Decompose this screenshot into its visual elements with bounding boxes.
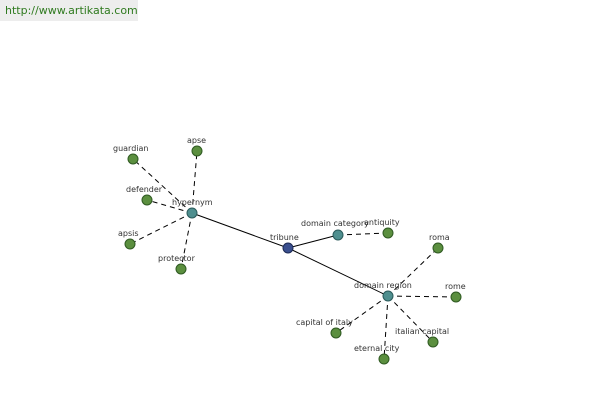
relation-node-hypernym-dot[interactable] (186, 207, 198, 219)
term-node-apse-label: apse (187, 136, 206, 145)
edge-apsis (129, 212, 193, 245)
relation-node-hypernym-label: hypernym (172, 198, 213, 207)
term-node-apsis[interactable]: apsis (118, 229, 139, 250)
edge-capital-of-italy (335, 295, 389, 334)
edge-protector (180, 212, 193, 270)
center-node-tribune-label: tribune (270, 233, 299, 242)
term-node-defender[interactable]: defender (126, 185, 163, 206)
edge-defender (146, 199, 193, 214)
edge-hypernym (191, 212, 289, 249)
term-node-eternal-city-dot[interactable] (378, 353, 390, 365)
term-node-protector[interactable]: protector (158, 254, 196, 275)
term-node-protector-label: protector (158, 254, 196, 263)
relation-node-domain-category-label: domain category (301, 219, 369, 228)
edge-apse (191, 150, 198, 214)
relation-node-domain-region[interactable]: domain region (354, 281, 412, 302)
term-node-guardian[interactable]: guardian (113, 144, 148, 165)
center-node-tribune[interactable]: tribune (270, 233, 299, 254)
relation-node-domain-region-dot[interactable] (382, 290, 394, 302)
term-node-protector-dot[interactable] (175, 263, 187, 275)
term-node-roma[interactable]: roma (429, 233, 450, 254)
term-node-rome-label: rome (445, 282, 466, 291)
edges-layer (129, 150, 457, 360)
term-node-italian-capital-label: italian capital (395, 327, 449, 336)
term-node-roma-label: roma (429, 233, 450, 242)
term-node-italian-capital[interactable]: italian capital (395, 327, 449, 348)
term-node-eternal-city[interactable]: eternal city (354, 344, 400, 365)
term-node-capital-of-italy[interactable]: capital of italy (296, 318, 353, 339)
term-node-apse-dot[interactable] (191, 145, 203, 157)
term-node-defender-dot[interactable] (141, 194, 153, 206)
term-node-apsis-dot[interactable] (124, 238, 136, 250)
relation-node-domain-region-label: domain region (354, 281, 412, 290)
relation-node-domain-category[interactable]: domain category (301, 219, 369, 241)
nodes-layer: guardian apse defender apsis protector antiqu… (113, 136, 466, 365)
edge-italian-capital (387, 295, 434, 343)
edge-roma (387, 247, 439, 297)
site-url-link[interactable]: http://www.artikata.com (5, 4, 138, 17)
term-node-antiquity-label: antiquity (364, 218, 400, 227)
site-banner: http://www.artikata.com (0, 0, 138, 21)
edge-domain-category (287, 234, 339, 249)
edge-guardian (132, 158, 193, 214)
relation-node-hypernym[interactable]: hypernym (172, 198, 213, 219)
term-node-rome-dot[interactable] (450, 291, 462, 303)
term-node-guardian-dot[interactable] (127, 153, 139, 165)
term-node-antiquity[interactable]: antiquity (364, 218, 400, 239)
edge-eternal-city (383, 295, 389, 360)
edge-rome (387, 295, 457, 298)
edge-antiquity (337, 232, 389, 236)
relation-node-domain-category-dot[interactable] (332, 229, 344, 241)
term-node-apse[interactable]: apse (187, 136, 206, 157)
term-node-defender-label: defender (126, 185, 163, 194)
center-node-tribune-dot[interactable] (282, 242, 294, 254)
term-node-capital-of-italy-label: capital of italy (296, 318, 353, 327)
term-node-rome[interactable]: rome (445, 282, 466, 303)
term-node-italian-capital-dot[interactable] (427, 336, 439, 348)
term-node-capital-of-italy-dot[interactable] (330, 327, 342, 339)
term-node-apsis-label: apsis (118, 229, 139, 238)
term-node-eternal-city-label: eternal city (354, 344, 400, 353)
term-node-roma-dot[interactable] (432, 242, 444, 254)
term-node-antiquity-dot[interactable] (382, 227, 394, 239)
edge-domain-region (287, 247, 389, 297)
term-node-guardian-label: guardian (113, 144, 148, 153)
